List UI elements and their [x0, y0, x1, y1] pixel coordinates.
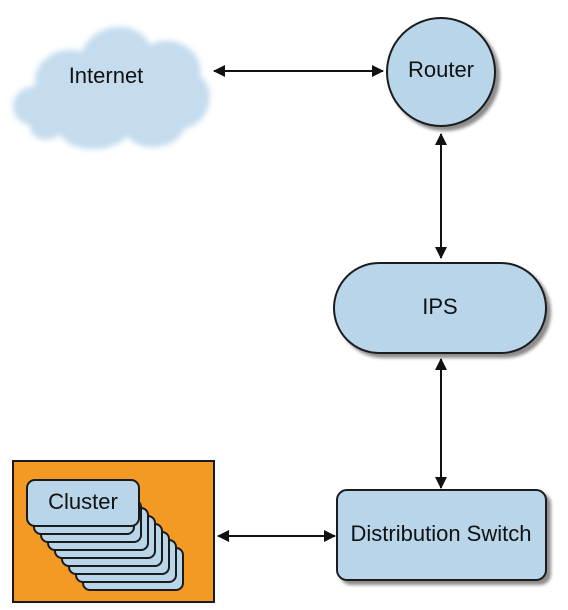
stacked-servers-icon [26, 479, 184, 591]
cluster-label: Cluster [48, 489, 118, 514]
internet-label: Internet [69, 63, 144, 88]
router-node: Router [386, 17, 496, 127]
cluster-node: Cluster [12, 460, 215, 603]
distribution-switch-label: Distribution Switch [351, 521, 532, 546]
router-shape [386, 17, 496, 127]
distribution-switch-shape [336, 489, 547, 581]
router-label: Router [408, 57, 474, 82]
ips-label: IPS [422, 294, 457, 319]
internet-node: Internet [12, 26, 210, 150]
ips-shape [333, 262, 547, 354]
ips-node: IPS [333, 262, 547, 354]
distribution-switch-node: Distribution Switch [336, 489, 547, 581]
cloud-icon [12, 26, 210, 150]
